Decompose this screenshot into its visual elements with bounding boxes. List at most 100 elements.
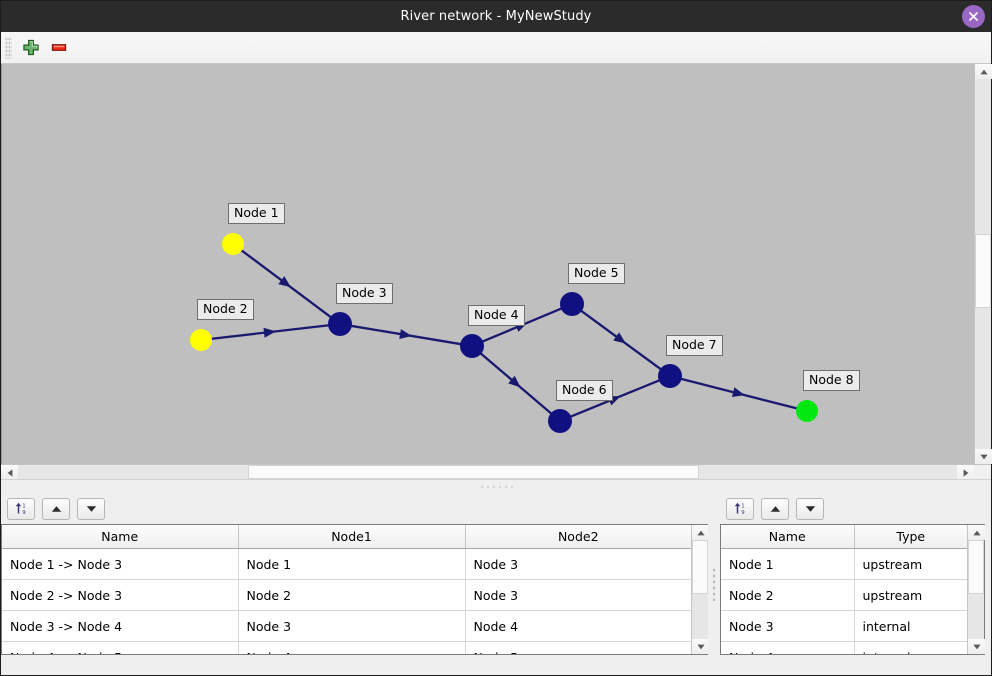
table-cell[interactable]: Node 3 -> Node 4 [2, 610, 239, 642]
reaches-move-up-button[interactable] [42, 497, 70, 520]
nodes-vscroll-track[interactable] [968, 540, 984, 639]
table-cell[interactable]: Node 2 [721, 579, 855, 611]
graph-node-label-node-6[interactable]: Node 6 [556, 380, 613, 401]
graph-vertical-scrollbar[interactable] [974, 64, 992, 464]
nodes-move-down-button[interactable] [796, 497, 824, 520]
node-row[interactable]: Node 4internal [721, 641, 967, 654]
graph-vscroll-track[interactable] [975, 79, 991, 449]
nodes-sort-button[interactable]: 1 9 [726, 497, 754, 520]
table-cell[interactable]: Node 2 -> Node 3 [2, 579, 239, 611]
reaches-vertical-scrollbar[interactable] [691, 525, 709, 654]
svg-text:9: 9 [22, 510, 26, 516]
graph-hscroll-track[interactable] [18, 465, 957, 479]
node-layer [190, 233, 818, 433]
table-cell[interactable]: Node 1 [238, 548, 466, 580]
graph-hscroll-thumb[interactable] [248, 465, 699, 479]
network-canvas[interactable]: Node 1 Node 2 Node 3 Node 4 Node 5 Node 6 Node… [2, 64, 974, 464]
table-cell[interactable]: internal [854, 610, 967, 642]
table-cell[interactable]: Node 3 [465, 548, 691, 580]
graph-node-node-1[interactable] [222, 233, 244, 255]
reaches-move-down-button[interactable] [77, 497, 105, 520]
table-cell[interactable]: Node 5 [465, 641, 691, 654]
nodes-scroll-down-button[interactable] [968, 639, 985, 654]
graph-scroll-left-button[interactable] [1, 465, 18, 480]
tables-splitter[interactable] [708, 493, 720, 675]
table-cell[interactable]: Node 4 -> Node 5 [2, 641, 239, 654]
table-cell[interactable]: Node 3 [465, 579, 691, 611]
column-header[interactable]: Name [2, 525, 239, 549]
graph-scroll-down-button[interactable] [975, 449, 992, 464]
graph-scroll-right-button[interactable] [957, 465, 974, 480]
table-cell[interactable]: Node 3 [238, 610, 466, 642]
reaches-scroll-down-button[interactable] [692, 639, 709, 654]
green-plus-add-icon [23, 39, 39, 56]
window-title: River network - MyNewStudy [400, 9, 592, 24]
column-header[interactable]: Name [721, 525, 855, 549]
nodes-vscroll-thumb[interactable] [968, 540, 984, 595]
graph-node-node-8[interactable] [796, 400, 818, 422]
table-cell[interactable]: Node 4 [721, 641, 855, 654]
reaches-scroll-up-button[interactable] [692, 525, 709, 540]
graph-node-node-4[interactable] [460, 334, 484, 358]
graph-node-label-node-7[interactable]: Node 7 [666, 335, 723, 356]
graph-node-node-7[interactable] [658, 364, 682, 388]
reaches-sort-button[interactable]: 1 9 [7, 497, 35, 520]
main-toolbar [1, 32, 991, 64]
table-cell[interactable]: Node 1 -> Node 3 [2, 548, 239, 580]
graph-node-node-6[interactable] [548, 409, 572, 433]
table-cell[interactable]: Node 2 [238, 579, 466, 611]
close-window-button[interactable] [962, 5, 985, 28]
column-header[interactable]: Node2 [465, 525, 691, 549]
nodes-move-up-button[interactable] [761, 497, 789, 520]
table-cell[interactable]: Node 3 [721, 610, 855, 642]
nodes-vertical-scrollbar[interactable] [967, 525, 985, 654]
nodes-panel: 1 9 [720, 493, 991, 675]
reaches-vscroll-track[interactable] [692, 540, 708, 639]
graph-tables-splitter[interactable] [1, 479, 991, 493]
graph-node-label-node-1[interactable]: Node 1 [228, 203, 285, 224]
edge-arrowhead-icon [731, 387, 745, 397]
svg-text:1: 1 [741, 504, 744, 510]
graph-scroll-up-button[interactable] [975, 64, 992, 79]
nodes-scroll-up-button[interactable] [968, 525, 985, 540]
graph-node-label-node-8[interactable]: Node 8 [803, 370, 860, 391]
graph-node-node-2[interactable] [190, 329, 212, 351]
triangle-right-icon [963, 468, 968, 477]
triangle-down-icon [696, 644, 705, 649]
graph-node-label-node-2[interactable]: Node 2 [197, 299, 254, 320]
graph-node-label-node-3[interactable]: Node 3 [336, 283, 393, 304]
graph-node-node-5[interactable] [560, 292, 584, 316]
table-cell[interactable]: internal [854, 641, 967, 654]
network-graph-pane[interactable]: Node 1 Node 2 Node 3 Node 4 Node 5 Node 6 Node… [1, 64, 992, 464]
add-element-button[interactable] [17, 35, 45, 61]
graph-node-label-node-5[interactable]: Node 5 [568, 263, 625, 284]
graph-node-label-node-4[interactable]: Node 4 [468, 305, 525, 326]
tables-area: 1 9 [1, 493, 991, 675]
column-header[interactable]: Type [854, 525, 967, 549]
table-cell[interactable]: upstream [854, 579, 967, 611]
table-cell[interactable]: Node 1 [721, 548, 855, 580]
graph-horizontal-scrollbar[interactable] [1, 464, 991, 480]
reaches-vscroll-thumb[interactable] [692, 540, 708, 595]
table-cell[interactable]: upstream [854, 548, 967, 580]
table-cell[interactable]: Node 4 [465, 610, 691, 642]
table-cell[interactable]: Node 4 [238, 641, 466, 654]
column-header[interactable]: Node1 [238, 525, 466, 549]
delete-element-button[interactable] [45, 35, 73, 61]
toolbar-drag-handle[interactable] [5, 36, 12, 59]
graph-vscroll-thumb[interactable] [975, 234, 991, 309]
graph-node-node-3[interactable] [328, 312, 352, 336]
